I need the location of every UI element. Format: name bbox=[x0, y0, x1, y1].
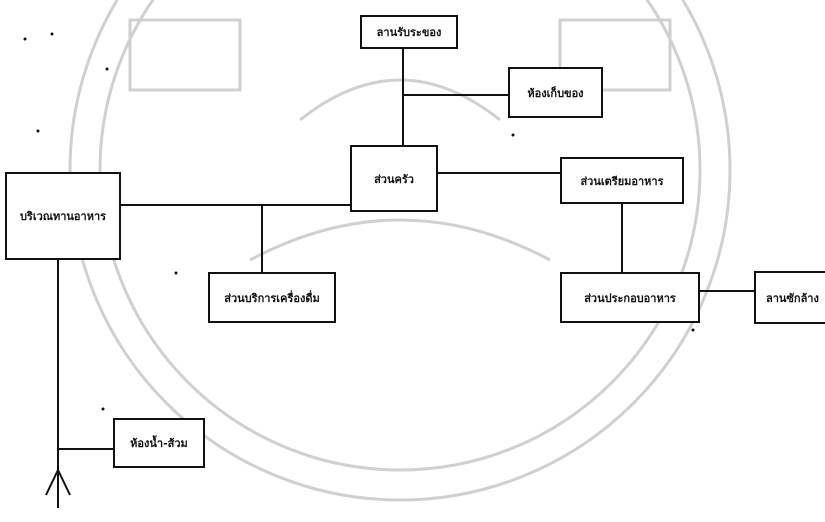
node-beverage: ส่วนบริการเครื่องดื่ม bbox=[208, 272, 336, 323]
node-kitchen-label: ส่วนครัว bbox=[374, 172, 414, 186]
node-cooking-label: ส่วนประกอบอาหาร bbox=[584, 291, 676, 305]
node-restroom: ห้องน้ำ-ส้วม bbox=[113, 418, 205, 468]
node-beverage-label: ส่วนบริการเครื่องดื่ม bbox=[224, 291, 320, 305]
node-dining-label: บริเวณทานอาหาร bbox=[19, 210, 107, 223]
entrance-arrow bbox=[45, 467, 71, 496]
node-storage-label: ห้องเก็บของ bbox=[527, 86, 584, 100]
node-storage: ห้องเก็บของ bbox=[508, 67, 603, 118]
node-dining: บริเวณทานอาหาร bbox=[5, 172, 121, 260]
node-prep-label: ส่วนเตรียมอาหาร bbox=[580, 174, 664, 188]
node-prep: ส่วนเตรียมอาหาร bbox=[560, 157, 684, 204]
node-receiving: ลานรับระของ bbox=[360, 15, 458, 49]
node-kitchen: ส่วนครัว bbox=[350, 145, 438, 212]
node-washing-label: ลานซักล้าง bbox=[766, 291, 819, 305]
node-restroom-label: ห้องน้ำ-ส้วม bbox=[130, 437, 188, 450]
node-washing: ลานซักล้าง bbox=[754, 271, 825, 324]
node-receiving-label: ลานรับระของ bbox=[376, 26, 442, 39]
node-cooking: ส่วนประกอบอาหาร bbox=[560, 272, 700, 323]
